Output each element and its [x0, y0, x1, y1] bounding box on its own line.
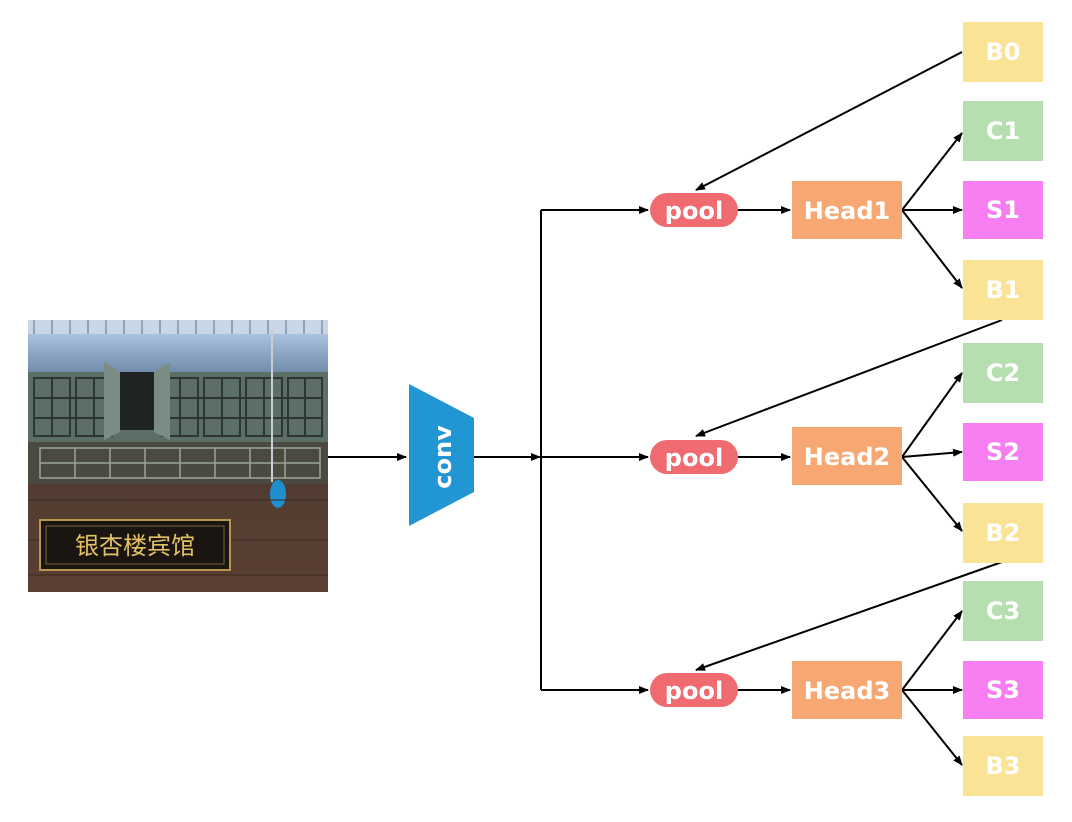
head-label: Head3 — [804, 677, 890, 705]
input-image: 银杏楼宾馆 — [28, 320, 328, 592]
box-b0: B0 — [963, 22, 1043, 82]
head-node-2: Head2 — [792, 427, 902, 485]
box-s3-label: S3 — [986, 676, 1020, 704]
box-s2: S2 — [963, 423, 1043, 481]
box-b2: B2 — [963, 503, 1043, 563]
pool-label: pool — [665, 677, 723, 705]
arrow-head3-to-c3 — [901, 610, 963, 691]
arrow-b2-to-pool3 — [695, 561, 1003, 671]
conv-block: conv — [409, 384, 474, 526]
head-label: Head2 — [804, 443, 890, 471]
arrow-head2-to-b2 — [901, 456, 963, 532]
pool-node-1: pool — [650, 193, 738, 227]
signboard-text: 银杏楼宾馆 — [75, 532, 195, 560]
box-c2-label: C2 — [986, 359, 1020, 387]
box-s3: S3 — [963, 661, 1043, 719]
box-b3: B3 — [963, 736, 1043, 796]
pool-label: pool — [665, 197, 723, 225]
arrow-b0-to-pool1 — [695, 51, 963, 191]
pool-node-2: pool — [650, 440, 738, 474]
head-node-3: Head3 — [792, 661, 902, 719]
box-s1: S1 — [963, 181, 1043, 239]
box-s1-label: S1 — [986, 196, 1020, 224]
box-s2-label: S2 — [986, 438, 1020, 466]
pool-node-3: pool — [650, 673, 738, 707]
box-c1-label: C1 — [986, 117, 1020, 145]
arrow-head2-to-s2 — [901, 448, 963, 458]
arrow-head3-to-b3 — [901, 689, 963, 766]
arrow-head1-to-b1 — [901, 209, 963, 289]
box-c1: C1 — [963, 101, 1043, 161]
connections — [328, 51, 1003, 766]
box-c3-label: C3 — [986, 597, 1020, 625]
box-b2-label: B2 — [986, 519, 1021, 547]
arrow-head1-to-c1 — [901, 132, 963, 211]
head-label: Head1 — [804, 197, 890, 225]
arrow-head2-to-c2 — [901, 372, 963, 458]
box-b3-label: B3 — [986, 752, 1021, 780]
box-b1: B1 — [963, 260, 1043, 320]
box-b1-label: B1 — [986, 276, 1021, 304]
conv-label: conv — [429, 425, 457, 489]
box-c2: C2 — [963, 343, 1043, 403]
box-c3: C3 — [963, 581, 1043, 641]
head-node-1: Head1 — [792, 181, 902, 239]
arrow-b1-to-pool2 — [695, 319, 1003, 437]
box-b0-label: B0 — [986, 38, 1021, 66]
pool-label: pool — [665, 444, 723, 472]
